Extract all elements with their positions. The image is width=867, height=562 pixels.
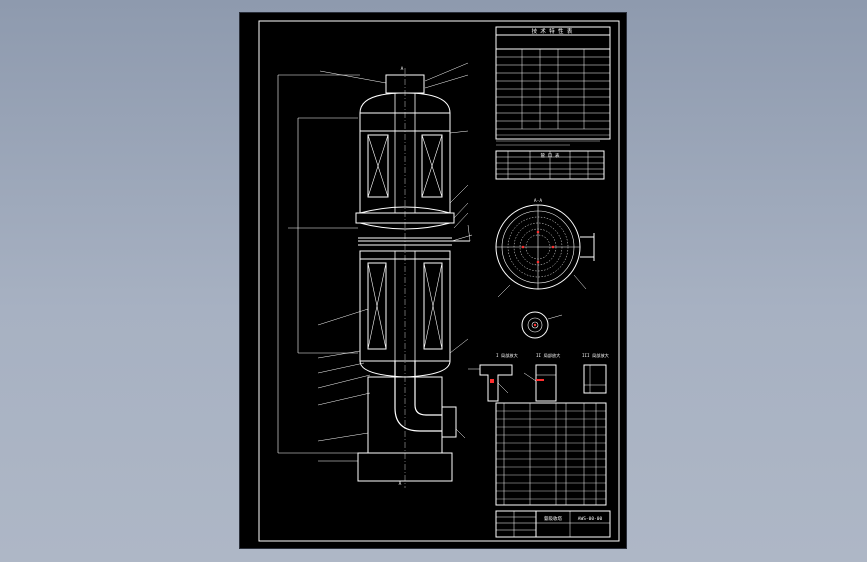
title-block xyxy=(495,510,611,538)
flange-detail-view xyxy=(521,311,549,339)
nozzle-table-title: 管 口 表 xyxy=(541,152,560,159)
upper-packing-right xyxy=(421,134,443,198)
tech-spec-table xyxy=(495,26,611,140)
upper-packing-left xyxy=(367,134,389,198)
drawing-border xyxy=(258,20,620,542)
parts-list-table xyxy=(495,402,607,506)
drawing-number: AWS-00-00 xyxy=(578,516,603,522)
detail-1-label: I 局部放大 xyxy=(496,352,518,359)
outlet-nozzle xyxy=(441,406,457,438)
detail-view-2 xyxy=(535,364,557,402)
top-tag: A xyxy=(401,66,404,72)
detail-view-3 xyxy=(583,364,607,394)
engineering-drawing: 技 术 特 性 表 管 口 表 A-A I 局部放大 II 局部放大 III 局… xyxy=(258,20,620,542)
lower-packing-right xyxy=(423,262,443,350)
lower-shell xyxy=(359,250,451,362)
tech-spec-title: 技 术 特 性 表 xyxy=(532,27,573,35)
lower-packing-left xyxy=(367,262,387,350)
outlet-elbow-pipe xyxy=(394,361,442,432)
drawing-sheet: 技 术 特 性 表 管 口 表 A-A I 局部放大 II 局部放大 III 局… xyxy=(240,13,626,548)
detail-2-label: II 局部放大 xyxy=(536,352,560,359)
section-label: A-A xyxy=(534,198,542,204)
detail-view-1 xyxy=(479,364,513,402)
detail-3-label: III 局部放大 xyxy=(582,352,609,359)
bottom-tag: A xyxy=(399,481,402,487)
vessel-name: 氨吸收塔 xyxy=(544,515,562,522)
